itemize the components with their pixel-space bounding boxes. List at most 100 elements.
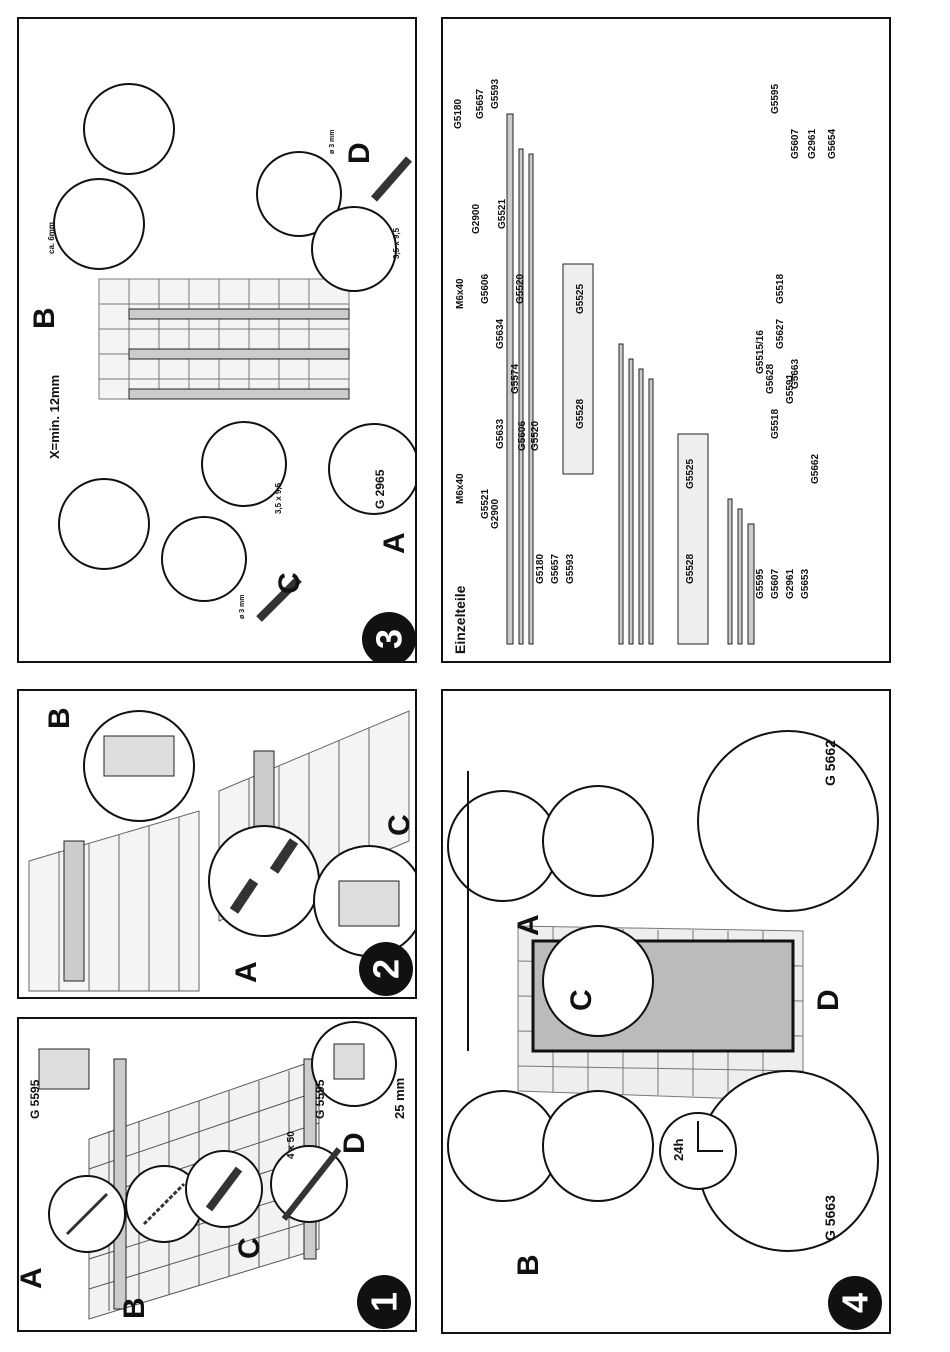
part-g5606-b: G5606 — [517, 421, 528, 451]
step-4-illustration: 24h 4 A B C D G 5662 G 5663 — [447, 730, 882, 1330]
step-number: 2 — [366, 959, 407, 979]
part-g5515-16: G5515/16 — [755, 330, 766, 374]
part-g5520-a: G5520 — [515, 274, 526, 304]
drill-size-1: ø 3 mm — [239, 594, 246, 619]
label-a: A — [230, 961, 263, 983]
glass-g5528-bottom — [677, 433, 709, 645]
min-dimension: X=min. 12mm — [47, 375, 62, 459]
step-2-panel: 2 A B C — [17, 689, 417, 999]
part-g5606-a: G5606 — [480, 274, 491, 304]
profile-g5574 — [628, 358, 634, 645]
profile-g5521-bottom — [727, 498, 733, 645]
part-g5528-a: G5528 — [575, 399, 586, 429]
part-g5518-a: G5518 — [770, 409, 781, 439]
profile-top — [128, 308, 350, 320]
profile-g2900-top — [518, 148, 524, 645]
part-g5607-b: G5607 — [790, 129, 801, 159]
profile-zoom-icon — [38, 1048, 90, 1090]
label-c: C — [273, 572, 306, 594]
drill-icon — [65, 1192, 109, 1236]
detail-circle-a1 — [447, 790, 559, 902]
step-1-illustration: 1 A B C D G 5595 G 5595 4 x 50 25 mm — [19, 1021, 411, 1329]
step-number: 3 — [369, 629, 410, 649]
part-g5662: G 5662 — [822, 740, 838, 786]
label-d: D — [343, 142, 376, 164]
part-g5595-right: G 5595 — [313, 1079, 327, 1119]
profile-g5520-bottom — [648, 378, 654, 645]
gap-dim: 25 mm — [392, 1078, 407, 1119]
part-g5633: G5633 — [495, 419, 506, 449]
part-g5180-a: G5180 — [453, 99, 464, 129]
detail-circle-c — [542, 925, 654, 1037]
part-g2900-a: G2900 — [471, 204, 482, 234]
step-badge — [359, 942, 413, 996]
part-g5607-a: G5607 — [770, 569, 781, 599]
profile-g5593-top — [506, 113, 514, 645]
detail-circle-c1 — [161, 516, 247, 602]
glass-panel-left — [63, 840, 85, 982]
wall-tiles — [98, 278, 350, 400]
part-m6x40-b: M6x40 — [455, 473, 466, 504]
label-c: C — [383, 814, 416, 836]
profile-g2900-bottom — [737, 508, 743, 645]
label-a: A — [19, 1267, 48, 1289]
cap-icon — [229, 838, 299, 914]
part-m6x40-a: M6x40 — [455, 278, 466, 309]
part-g5591: G5591 — [785, 374, 796, 404]
part-g5663: G 5663 — [822, 1195, 838, 1241]
step-3-panel: 3 A B C D G 2965 X=min. 12mm ca. 6mm 3,5… — [17, 17, 417, 663]
time-label: 24h — [671, 1139, 686, 1161]
clock-hands-icon — [697, 1121, 723, 1152]
wall-profile-left — [113, 1058, 127, 1310]
glass-g5528-top — [562, 263, 594, 475]
profile-g5521-top — [528, 153, 534, 645]
part-g5657-b: G5657 — [550, 554, 561, 584]
step-number: 4 — [835, 1293, 876, 1313]
detail-circle-g5662 — [697, 730, 879, 912]
parts-list-illustration: Einzelteile G5180 G5657 G5593 G2900 G552… — [452, 79, 838, 654]
label-d: D — [338, 1132, 371, 1154]
part-g5525-b: G5525 — [685, 459, 696, 489]
part-g5574: G5574 — [510, 364, 521, 394]
parts-list-panel: Einzelteile G5180 G5657 G5593 G2900 G552… — [441, 17, 891, 663]
part-g5653: G5653 — [800, 569, 811, 599]
step-3-illustration: 3 A B C D G 2965 X=min. 12mm ca. 6mm 3,5… — [28, 83, 415, 661]
profile-end-icon — [333, 1043, 365, 1080]
part-g5520-b: G5520 — [530, 421, 541, 451]
part-g5595-a: G5595 — [755, 569, 766, 599]
part-g5628: G5628 — [765, 364, 776, 394]
part-g2961-a: G2961 — [785, 569, 796, 599]
screw-size: 4 x 50 — [286, 1131, 297, 1159]
step-badge — [362, 612, 415, 661]
label-c: C — [233, 1237, 266, 1259]
part-g5180-b: G5180 — [535, 554, 546, 584]
drill-size-2: ø 3 mm — [329, 129, 336, 154]
part-g5521-b: G5521 — [480, 489, 491, 519]
part-g5528-b: G5528 — [685, 554, 696, 584]
part-g5662: G5662 — [810, 454, 821, 484]
part-g2900-b: G2900 — [490, 499, 501, 529]
detail-circle-a — [328, 423, 415, 515]
part-g5593-b: G5593 — [565, 554, 576, 584]
detail-circle-b2 — [542, 1090, 654, 1202]
ca-dimension: ca. 6mm — [47, 222, 56, 254]
screw-size-2: 3,5 x 9,5 — [392, 227, 401, 259]
detail-circle-a2 — [542, 785, 654, 897]
screwdriver-icon-2 — [256, 576, 302, 622]
label-a: A — [512, 914, 545, 936]
screwdriver-icon — [370, 156, 413, 202]
part-g5657-a: G5657 — [475, 89, 486, 119]
label-b: B — [28, 307, 61, 329]
profile-g5515 — [638, 368, 644, 645]
step-4-panel: 24h 4 A B C D G 5662 G 5663 — [441, 689, 891, 1334]
step-badge — [357, 1275, 411, 1329]
profile-g5520-top — [618, 343, 624, 645]
detail-circle-ca6 — [53, 178, 145, 270]
part-g5593-a: G5593 — [490, 79, 501, 109]
profile-middle — [128, 348, 350, 360]
detail-circle-d1 — [256, 151, 342, 237]
part-g5595-b: G5595 — [770, 84, 781, 114]
step-2-illustration: 2 A B C — [28, 707, 416, 996]
step-badge — [828, 1276, 882, 1330]
step-number: 1 — [364, 1292, 405, 1312]
